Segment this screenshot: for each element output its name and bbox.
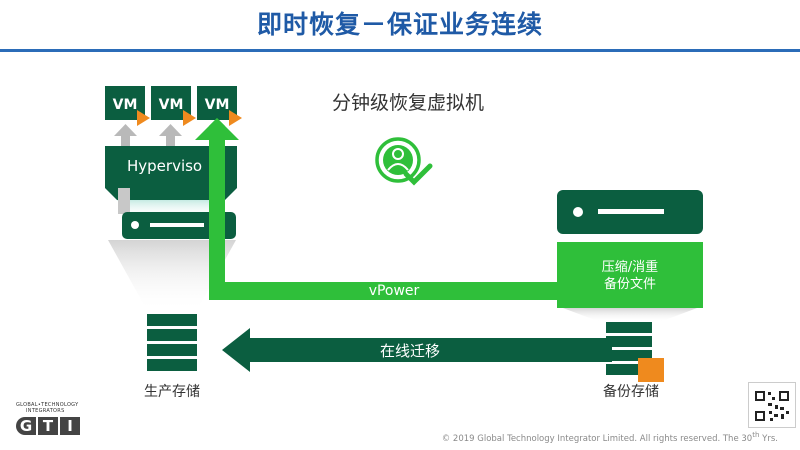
logo-line2: INTEGRATORS	[26, 408, 65, 414]
vm-label: VM	[205, 97, 230, 113]
gray-connector	[118, 188, 130, 214]
qr-code-icon	[748, 382, 796, 428]
copyright-suffix: Yrs.	[759, 433, 778, 444]
right-projection-cone	[563, 308, 697, 322]
copyright-text: © 2019 Global Technology Integrator Limi…	[441, 433, 753, 444]
left-server-unit	[122, 212, 236, 239]
migration-arrow	[222, 328, 612, 372]
production-storage-icon	[147, 314, 197, 371]
vpower-label: vPower	[369, 283, 420, 299]
restore-user-check-icon	[375, 137, 433, 186]
gray-arrow-vm2	[159, 124, 182, 148]
hypervisor-label: Hyperviso	[127, 157, 202, 175]
diagram-subtitle: 分钟级恢复虚拟机	[332, 92, 485, 114]
logo-letter-t: T	[38, 417, 58, 435]
migration-label: 在线迁移	[380, 342, 440, 360]
logo-letter-i: I	[60, 417, 80, 435]
copyright-notice: © 2019 Global Technology Integrator Limi…	[442, 430, 778, 444]
vm-label: VM	[113, 97, 138, 113]
compress-line2: 备份文件	[604, 276, 656, 292]
backup-storage-icon	[606, 322, 664, 382]
logo-line1: GLOBAL•TECHNOLOGY	[16, 402, 79, 408]
logo-letter-g: G	[16, 417, 36, 435]
compressed-backup-box: 压缩/消重 备份文件	[557, 242, 703, 308]
page-title: 即时恢复－保证业务连续	[256, 10, 543, 39]
compress-line1: 压缩/消重	[602, 259, 658, 275]
right-server-unit	[557, 190, 703, 234]
copyright-sup: th	[752, 430, 760, 439]
backup-storage-label: 备份存储	[603, 384, 659, 400]
left-projection-cone	[108, 240, 236, 312]
vm-label: VM	[159, 97, 184, 113]
vm-box-3: VM	[197, 86, 242, 126]
gray-arrow-vm1	[114, 124, 137, 148]
vm-box-1: VM	[105, 86, 150, 126]
logo-mark: G T I	[16, 417, 88, 435]
gti-logo: GLOBAL•TECHNOLOGY INTEGRATORS G T I	[16, 402, 88, 442]
title-underline	[0, 49, 800, 52]
vpower-arrow	[195, 118, 557, 300]
hypervisor-block: Hyperviso	[105, 146, 237, 212]
vm-box-2: VM	[151, 86, 196, 126]
production-storage-label: 生产存储	[144, 384, 200, 400]
